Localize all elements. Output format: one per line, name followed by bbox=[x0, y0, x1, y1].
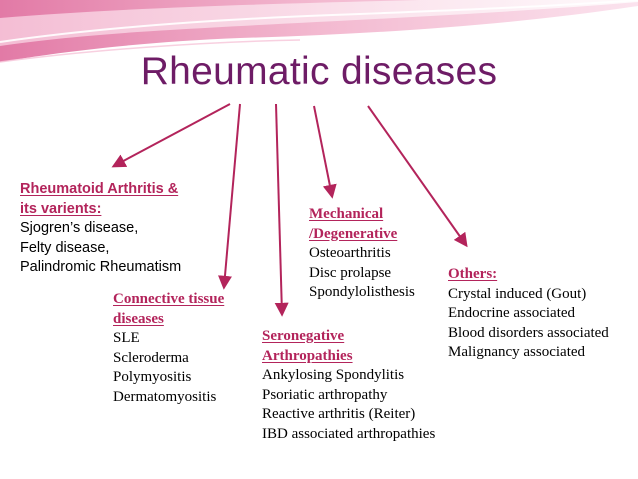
arrow-to-rheumatoid bbox=[111, 103, 231, 168]
category-heading: Mechanical bbox=[309, 206, 384, 222]
category-heading: Others: bbox=[448, 266, 498, 282]
list-item: SLE bbox=[113, 330, 140, 346]
category-heading: diseases bbox=[113, 310, 164, 327]
list-item: Disc prolapse bbox=[309, 264, 392, 281]
category-mechanical: Mechanical /Degenerative Osteoarthritis … bbox=[309, 205, 415, 303]
list-item: Felty disease, bbox=[20, 239, 110, 256]
category-heading: Connective tissue bbox=[113, 291, 225, 307]
category-heading: Rheumatoid Arthritis & bbox=[20, 181, 179, 197]
list-item: Endocrine associated bbox=[448, 305, 576, 321]
category-rheumatoid-arthritis: Rheumatoid Arthritis & its varients: Sjo… bbox=[20, 180, 181, 278]
list-item: Polymyositis bbox=[113, 369, 192, 385]
list-item: Reactive arthritis (Reiter) bbox=[262, 406, 416, 422]
list-item: Malignancy associated bbox=[448, 344, 586, 360]
list-item: Ankylosing Spondylitis bbox=[262, 367, 405, 383]
category-connective-tissue: Connective tissue diseases SLE Scleroder… bbox=[113, 290, 224, 407]
list-item: Scleroderma bbox=[113, 349, 189, 366]
arrow-to-seronegative bbox=[274, 103, 289, 317]
arrow-to-mechanical bbox=[313, 105, 337, 199]
list-item: Sjogren’s disease, bbox=[20, 220, 139, 236]
list-item: Crystal induced (Gout) bbox=[448, 285, 587, 302]
diagram-title: Rheumatic diseases bbox=[140, 50, 498, 93]
arrow-to-others bbox=[367, 105, 468, 248]
category-heading: Arthropathies bbox=[262, 347, 353, 364]
list-item: Dermatomyositis bbox=[113, 388, 217, 405]
list-item: Palindromic Rheumatism bbox=[20, 259, 182, 275]
list-item: Psoriatic arthropathy bbox=[262, 386, 388, 403]
category-heading: Seronegative bbox=[262, 328, 345, 344]
category-heading: /Degenerative bbox=[309, 225, 398, 242]
category-others: Others: Crystal induced (Gout) Endocrine… bbox=[448, 265, 609, 363]
list-item: Osteoarthritis bbox=[309, 245, 391, 261]
list-item: IBD associated arthropathies bbox=[262, 425, 436, 442]
decorative-banner bbox=[0, 0, 638, 63]
list-item: Blood disorders associated bbox=[448, 324, 609, 341]
list-item: Spondylolisthesis bbox=[309, 284, 415, 300]
category-seronegative: Seronegative Arthropathies Ankylosing Sp… bbox=[262, 327, 435, 444]
category-heading: its varients: bbox=[20, 200, 102, 217]
arrow-to-connective bbox=[218, 103, 241, 290]
